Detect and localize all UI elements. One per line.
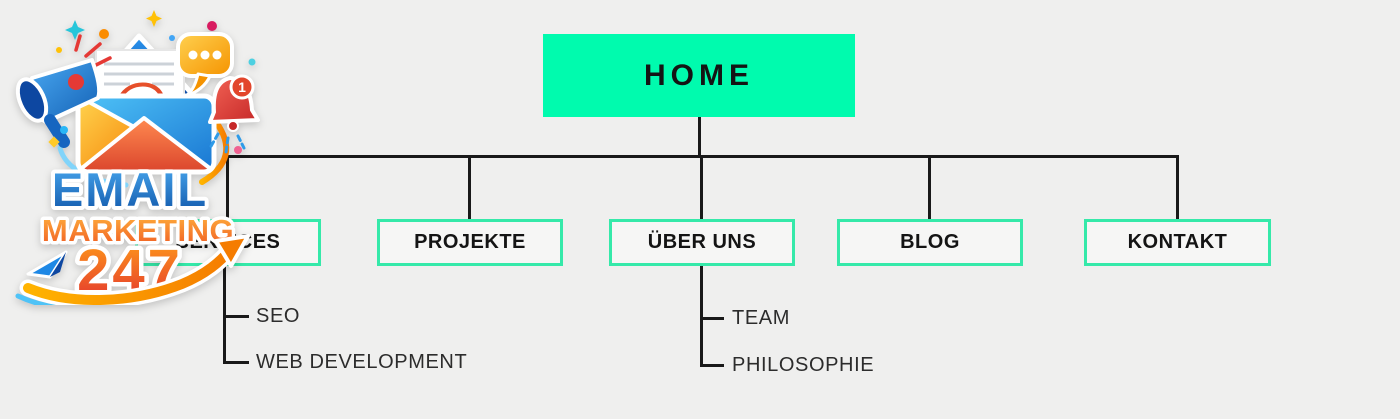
- connector-tick-web-development: [223, 361, 249, 364]
- node-ueber-uns: ÜBER UNS: [609, 219, 795, 266]
- leaf-web-development: WEB DEVELOPMENT: [256, 351, 468, 373]
- leaf-seo: SEO: [256, 305, 301, 327]
- node-kontakt-label: KONTAKT: [1127, 231, 1228, 253]
- logo-text-email: EMAIL: [52, 163, 208, 216]
- connector-drop-services: [226, 155, 229, 222]
- connector-drop-kontakt: [1176, 155, 1179, 222]
- confetti: [48, 10, 256, 154]
- connector-drop-ueber-uns: [700, 155, 703, 222]
- bell-icon: 1: [208, 74, 260, 154]
- swoosh-accents: [57, 119, 230, 188]
- node-kontakt: KONTAKT: [1084, 219, 1271, 266]
- node-projekte: PROJEKTE: [377, 219, 563, 266]
- blue-swoosh: [15, 293, 104, 305]
- megaphone-icon: [15, 34, 112, 148]
- notification-count: 1: [238, 79, 246, 95]
- node-blog: BLOG: [837, 219, 1023, 266]
- connector-drop-blog: [928, 155, 931, 222]
- connector-tick-seo: [223, 315, 249, 318]
- node-blog-label: BLOG: [900, 231, 960, 253]
- node-ueber-uns-label: ÜBER UNS: [647, 231, 757, 253]
- speech-bubble-icon: [176, 32, 234, 99]
- connector-tick-philosophie: [700, 364, 724, 367]
- paper-plane-icon: [26, 250, 68, 279]
- logo-text-marketing: MARKETING: [42, 213, 234, 248]
- connector-tick-team: [700, 317, 724, 320]
- node-home: HOME: [543, 34, 855, 117]
- envelope-icon: @: [75, 33, 217, 175]
- leaf-philosophie: PHILOSOPHIE: [732, 354, 875, 376]
- email-marketing-247-logo: @ 1: [15, 10, 260, 305]
- connector-ueber-uns-stem: [700, 266, 703, 367]
- connector-home-trunk: [698, 116, 701, 157]
- arrow-swoosh: [19, 234, 250, 305]
- leaf-team: TEAM: [732, 307, 790, 329]
- node-projekte-label: PROJEKTE: [414, 231, 526, 253]
- notification-badge: [229, 74, 255, 100]
- node-home-label: HOME: [644, 58, 754, 92]
- connector-drop-projekte: [468, 155, 471, 222]
